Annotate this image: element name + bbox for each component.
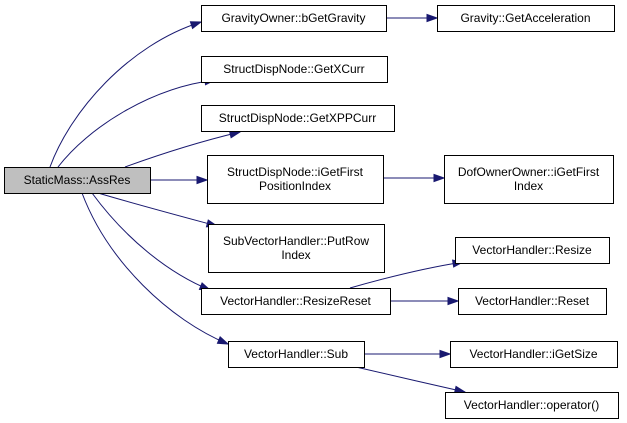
node-gravity-accel[interactable]: Gravity::GetAcceleration [437,5,615,32]
edge-line [97,192,218,227]
arrowhead-icon [433,173,446,183]
edge-line [49,21,202,168]
node-label: SubVectorHandler::PutRow [223,234,369,248]
edge-root-to-gravity_owner [49,21,203,168]
node-box[interactable] [458,288,607,315]
node-root[interactable]: StaticMass::AssRes [4,167,151,194]
edge-resize_reset-to-reset [390,296,460,306]
arrowhead-icon [196,175,209,185]
node-label: StructDispNode::GetXPPCurr [219,111,376,125]
node-label: DofOwnerOwner::iGetFirst [458,165,600,179]
edge-iget_first_pos-to-dof_owner [383,173,446,183]
node-label: Index [514,179,543,193]
node-box[interactable] [207,155,384,204]
edge-gravity_owner-to-gravity_accel [386,13,439,23]
nodes-layer: StaticMass::AssRes GravityOwner::bGetGrav… [4,5,619,419]
node-box[interactable] [445,392,619,419]
node-box[interactable] [208,224,385,273]
node-label: Gravity::GetAcceleration [460,11,590,25]
node-label: PositionIndex [259,179,331,193]
arrowhead-icon [189,21,203,30]
node-label: VectorHandler::iGetSize [469,347,597,361]
node-label: StructDispNode::GetXCurr [223,62,364,76]
arrowhead-icon [216,336,230,345]
edge-root-to-iget_first_pos [150,175,209,185]
arrowhead-icon [439,349,452,359]
node-box[interactable] [437,5,615,32]
node-label: StructDispNode::iGetFirst [227,165,364,179]
node-label: GravityOwner::bGetGravity [221,11,365,25]
node-iget-size[interactable]: VectorHandler::iGetSize [450,341,618,368]
edge-line [124,131,241,168]
node-box[interactable] [201,5,387,32]
node-reset[interactable]: VectorHandler::Reset [458,288,607,315]
edge-line [57,79,216,168]
node-label: VectorHandler::Sub [244,347,348,361]
node-box[interactable] [201,288,391,315]
arrowhead-icon [426,13,439,23]
node-label: VectorHandler::ResizeReset [220,294,371,308]
node-sub[interactable]: VectorHandler::Sub [228,341,365,368]
edge-line [355,366,466,393]
edge-line [349,261,464,289]
edge-sub-to-operator_call [355,366,467,394]
node-gravity-owner[interactable]: GravityOwner::bGetGravity [201,5,387,32]
node-box[interactable] [228,341,365,368]
node-box[interactable] [201,56,388,83]
node-box[interactable] [201,105,395,132]
node-operator-call[interactable]: VectorHandler::operator() [445,392,619,419]
node-label: StaticMass::AssRes [24,173,131,187]
node-get-xcurr[interactable]: StructDispNode::GetXCurr [201,56,388,83]
node-get-xppcurr[interactable]: StructDispNode::GetXPPCurr [201,105,395,132]
node-box[interactable] [455,237,610,264]
edge-line [91,192,211,291]
node-label: VectorHandler::operator() [464,398,599,412]
edge-line [81,192,229,345]
node-box[interactable] [450,341,618,368]
node-label: VectorHandler::Reset [475,294,590,308]
node-label: Index [281,248,310,262]
node-resize-reset[interactable]: VectorHandler::ResizeReset [201,288,391,315]
edge-sub-to-iget_size [364,349,452,359]
node-box[interactable] [444,155,614,204]
node-label: VectorHandler::Resize [472,243,592,257]
edge-root-to-get_xcurr [57,77,217,168]
edge-root-to-sub [81,192,230,345]
arrowhead-icon [447,296,460,306]
node-box[interactable] [4,167,151,194]
node-resize[interactable]: VectorHandler::Resize [455,237,610,264]
